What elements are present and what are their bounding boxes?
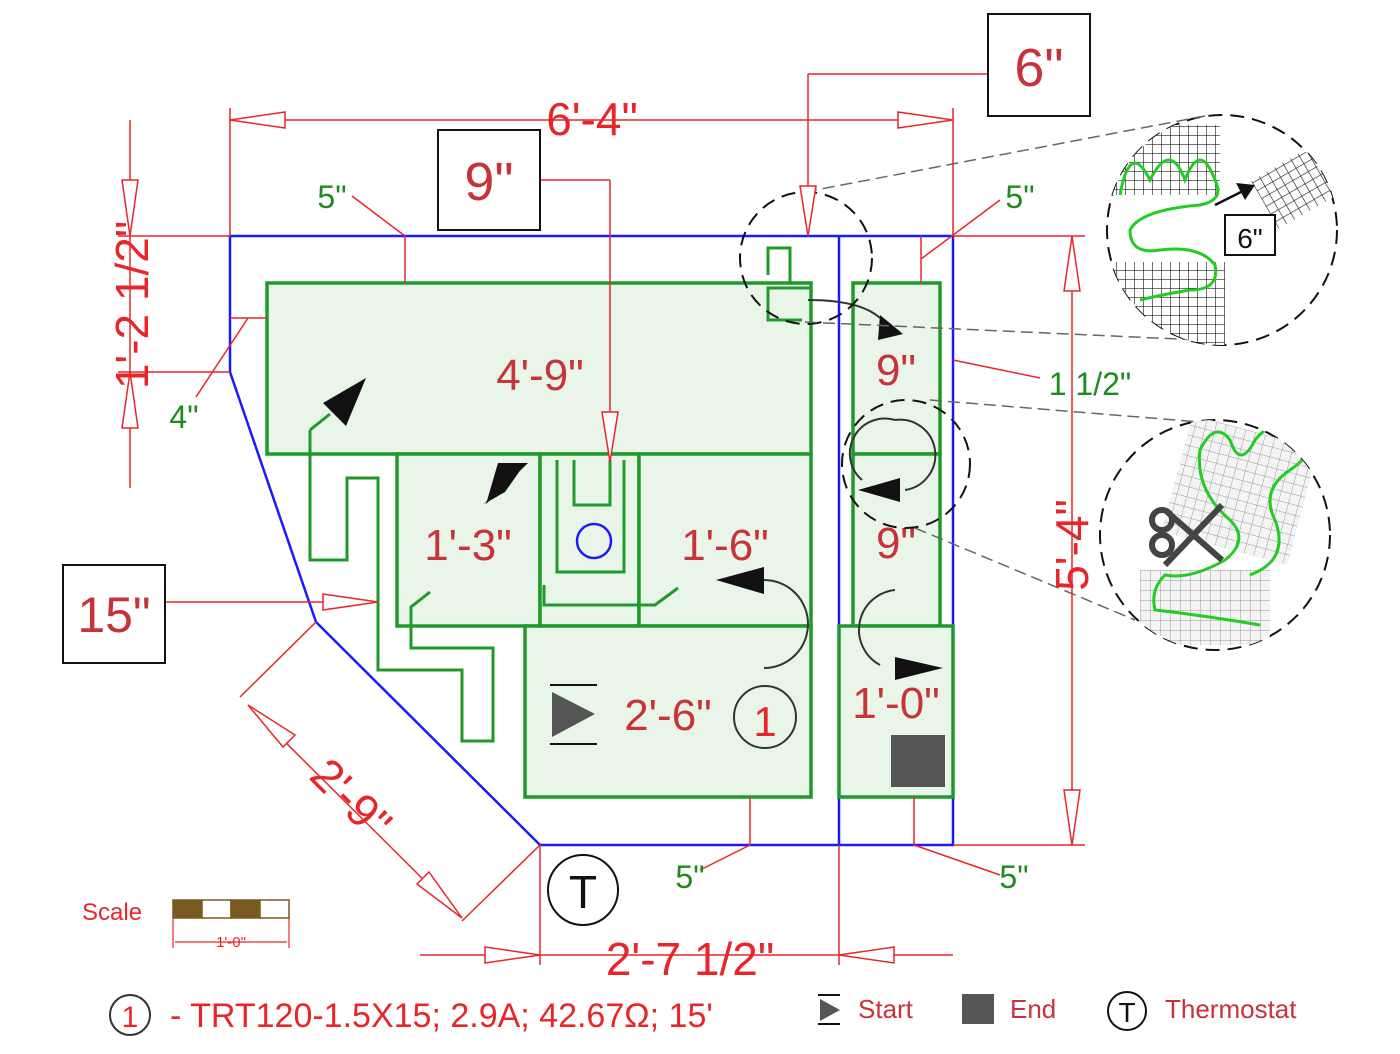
direction-arrows <box>323 315 943 680</box>
mat-5 <box>851 281 942 456</box>
cable-runs <box>308 246 810 743</box>
callout-15in-box <box>62 564 166 664</box>
dimension-lines <box>118 73 1085 965</box>
gap-bottom-right: 5" <box>999 859 1028 895</box>
legend-thermostat-label: Thermostat <box>1165 994 1297 1024</box>
callout-15in: 15" <box>77 587 150 643</box>
mat-label-4: 2'-6" <box>624 691 712 740</box>
legend-start-label: Start <box>858 994 914 1024</box>
legend-end-label: End <box>1010 994 1056 1024</box>
circuit-number: 1 <box>753 698 776 745</box>
legend-start-icon <box>818 994 840 1025</box>
gap-side: 1 1/2" <box>1049 366 1132 402</box>
thermostat-symbol: T <box>569 866 597 918</box>
callout-9in: 9" <box>464 152 513 212</box>
mat-label-3: 1'-6" <box>681 521 769 570</box>
callout-boxes <box>62 13 1091 664</box>
scale-label: Scale <box>82 899 142 926</box>
gap-top: 5" <box>317 179 346 215</box>
dim-bottom-width: 2'-7 1/2" <box>606 933 774 985</box>
dim-left-height: 1'-2 1/2" <box>106 221 158 389</box>
scale-bar <box>172 899 290 919</box>
legend: 1 - TRT120-1.5X15; 2.9A; 42.67Ω; 15' Sta… <box>109 991 1297 1036</box>
start-marker <box>550 684 597 745</box>
gap-right-top: 5" <box>1005 179 1034 215</box>
scissors-icon <box>1149 502 1225 568</box>
legend-thermostat-icon <box>1107 991 1147 1031</box>
mat-label-1: 4'-9" <box>496 351 584 400</box>
detail-6in-label: 6" <box>1237 223 1263 254</box>
gap-left: 4" <box>169 399 198 435</box>
thermostat-icon <box>547 854 619 926</box>
callout-9in-box <box>437 129 541 231</box>
dim-overall-width: 6'-4" <box>546 93 638 145</box>
legend-circuit-spec: - TRT120-1.5X15; 2.9A; 42.67Ω; 15' <box>170 997 713 1035</box>
detail-cut-mat: 6" <box>1110 125 1337 345</box>
gap-bottom-left: 5" <box>675 859 704 895</box>
circuit-badge <box>733 685 797 749</box>
legend-circuit-badge <box>109 994 151 1036</box>
callout-6in-box <box>987 13 1091 117</box>
legend-end-icon <box>962 994 994 1024</box>
mat-label-5: 9" <box>876 346 916 395</box>
mat-label-2: 1'-3" <box>424 521 512 570</box>
mat-1 <box>265 281 813 456</box>
dim-right-height: 5'-4" <box>1046 499 1098 591</box>
drain-icon <box>575 522 613 560</box>
legend-circuit-number: 1 <box>122 1001 139 1034</box>
callout-6in: 6" <box>1014 38 1063 98</box>
detail-scissors <box>1140 420 1319 645</box>
end-marker <box>891 735 945 787</box>
legend-thermostat-symbol: T <box>1118 997 1135 1028</box>
scale-length: 1'-0" <box>216 934 246 951</box>
mat-label-7: 1'-0" <box>852 679 940 728</box>
dim-diagonal: 2'-9" <box>301 748 403 850</box>
magnifier-leaders <box>804 115 1206 621</box>
